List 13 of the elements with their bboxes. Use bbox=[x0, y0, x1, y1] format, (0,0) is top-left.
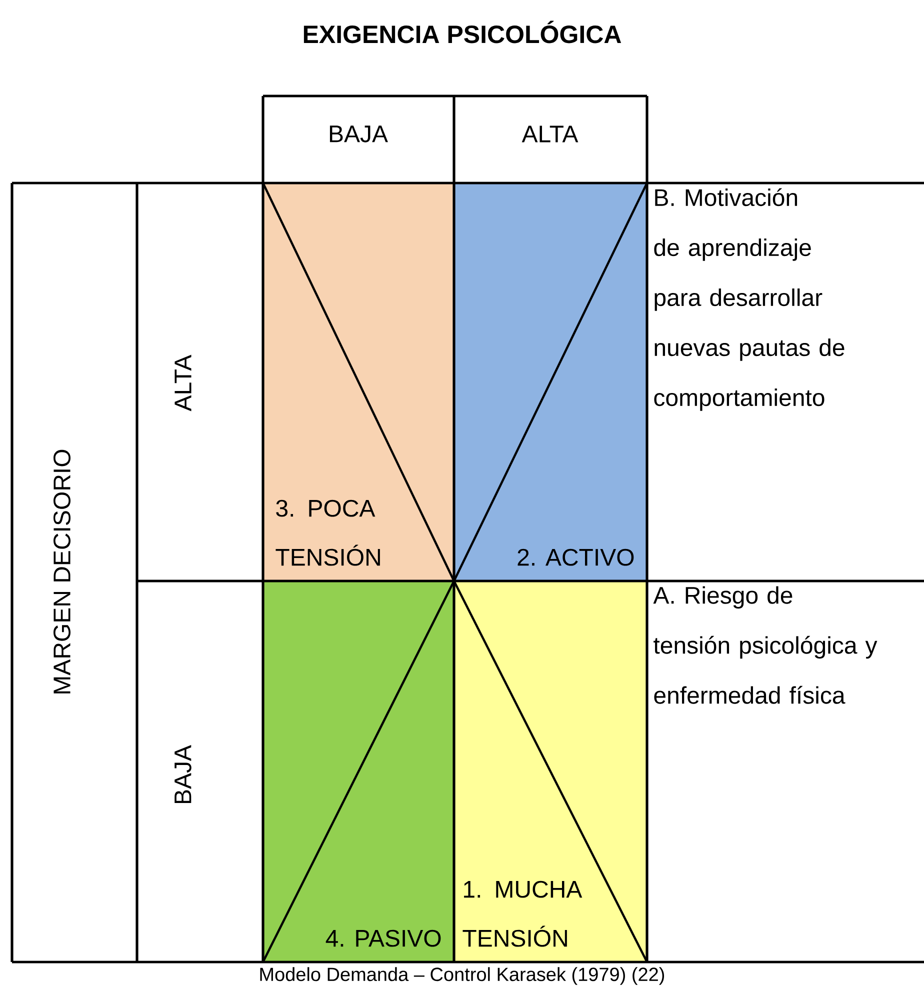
column-header: BAJA bbox=[330, 126, 388, 142]
title: EXIGENCIA PSICOLÓGICA bbox=[304, 20, 622, 44]
axis-title: MARGEN DECISORIO bbox=[54, 450, 70, 694]
quadrant-cell: 1. MUCHA TENSIÓN bbox=[453, 580, 648, 962]
description-text: A. Riesgo de tensión psicológica y enfermedad física bbox=[653, 586, 878, 704]
description-text: B. Motivación de aprendizaje para desarrollar nuevas pautas de comportamiento bbox=[654, 188, 844, 411]
caption: Modelo Demanda – Control Karasek (1979) (22) bbox=[260, 967, 664, 985]
quadrant-cell: 4. PASIVO bbox=[262, 580, 455, 962]
column-header: ALTA bbox=[522, 126, 578, 142]
row-header: BAJA bbox=[174, 745, 192, 804]
quadrant-cell: 3. POCA TENSIÓN bbox=[262, 182, 455, 582]
quadrant-cell: 2. ACTIVO bbox=[453, 182, 648, 582]
row-header: ALTA bbox=[174, 354, 192, 412]
